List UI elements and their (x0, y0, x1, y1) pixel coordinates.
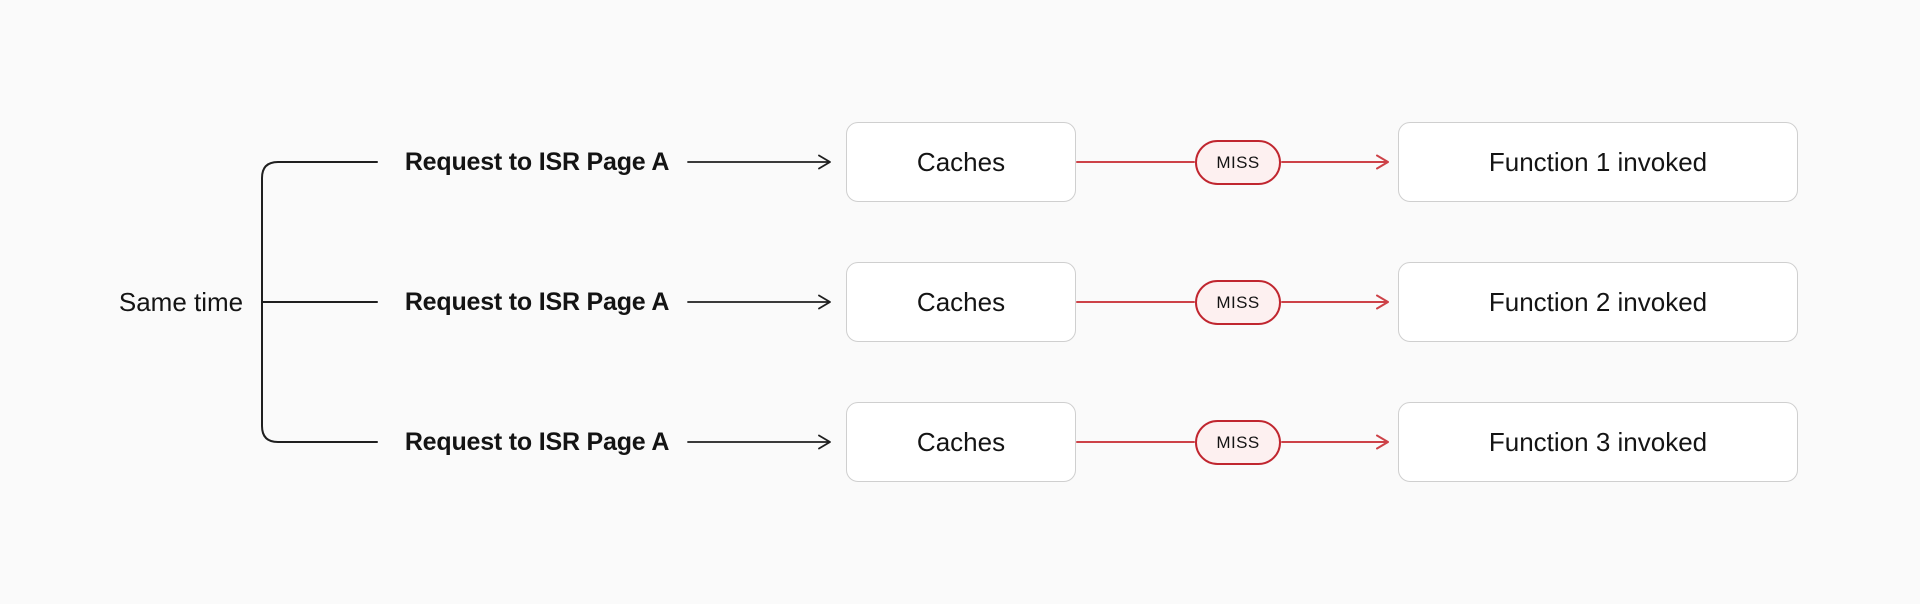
function-invoked-label: Function 2 invoked (1488, 286, 1708, 317)
caches-box: Caches (846, 122, 1076, 202)
miss-badge-label: MISS (1216, 292, 1260, 312)
function-invoked-label: Function 3 invoked (1488, 426, 1708, 457)
caches-box-label: Caches (916, 426, 1006, 457)
miss-badge-label: MISS (1216, 432, 1260, 452)
fanout-row: Request to ISR Page A Caches MISS Functi… (0, 402, 1920, 482)
fanout-row: Request to ISR Page A Caches MISS Functi… (0, 122, 1920, 202)
function-invoked-box: Function 3 invoked (1398, 402, 1798, 482)
caches-box-label: Caches (916, 286, 1006, 317)
function-invoked-box: Function 2 invoked (1398, 262, 1798, 342)
request-label: Request to ISR Page A (404, 428, 670, 456)
caches-box: Caches (846, 262, 1076, 342)
miss-badge: MISS (1195, 420, 1281, 465)
caches-box: Caches (846, 402, 1076, 482)
request-label: Request to ISR Page A (404, 288, 670, 316)
miss-badge: MISS (1195, 280, 1281, 325)
request-label: Request to ISR Page A (404, 148, 670, 176)
fanout-row: Request to ISR Page A Caches MISS Functi… (0, 262, 1920, 342)
function-invoked-label: Function 1 invoked (1488, 146, 1708, 177)
function-invoked-box: Function 1 invoked (1398, 122, 1798, 202)
miss-badge-label: MISS (1216, 152, 1260, 172)
caches-box-label: Caches (916, 146, 1006, 177)
miss-badge: MISS (1195, 140, 1281, 185)
same-time-label: Same time (118, 287, 244, 317)
